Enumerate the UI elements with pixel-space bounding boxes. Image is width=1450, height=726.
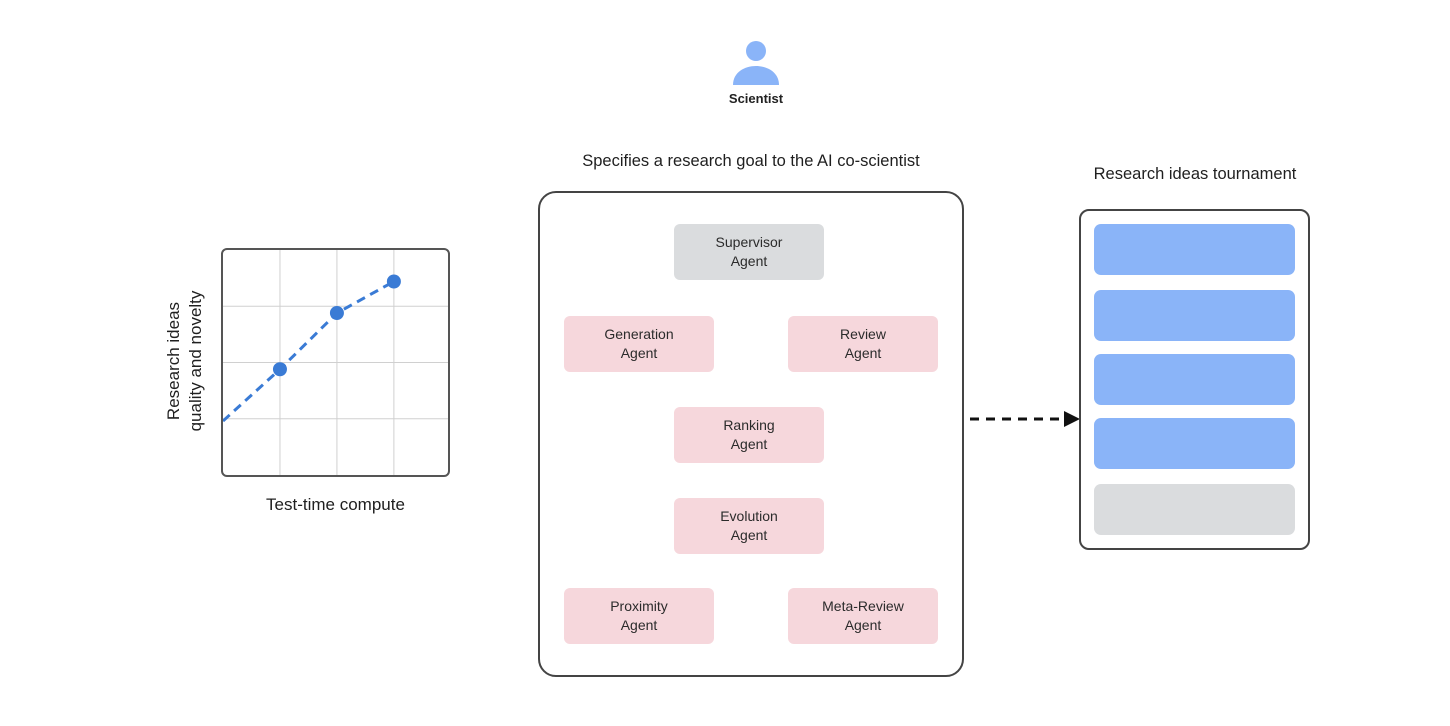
tournament-idea-bar <box>1094 418 1295 469</box>
tournament-label: Research ideas tournament <box>1093 165 1297 183</box>
generation-agent-line1: Generation <box>604 326 674 342</box>
chart-y-axis-label-line2: quality and novelty <box>186 290 205 432</box>
chart-point <box>272 362 287 377</box>
chart-line <box>223 280 395 423</box>
research-ideas-tournament-panel <box>1079 209 1310 550</box>
meta-review-agent-line2: Agent <box>844 617 882 633</box>
chart <box>221 248 450 477</box>
tournament-idea-bar <box>1094 290 1295 341</box>
meta-review-agent-line1: Meta-Review <box>822 598 904 614</box>
generation-agent-line2: Agent <box>620 345 658 361</box>
chart-x-axis-label: Test-time compute <box>266 495 405 514</box>
evolution-agent-line2: Agent <box>730 527 768 543</box>
review-agent-line1: Review <box>840 326 886 342</box>
chart-series-line <box>223 280 395 423</box>
tournament-idea-bar <box>1094 484 1295 535</box>
proximity-agent-line1: Proximity <box>610 598 668 614</box>
tournament-idea-bar <box>1094 354 1295 405</box>
chart-y-axis-label-line1: Research ideas <box>164 301 183 421</box>
scientist-label: Scientist <box>728 91 784 106</box>
chart-grid <box>223 250 448 475</box>
ranking-agent-line1: Ranking <box>723 417 775 433</box>
person-icon <box>733 41 779 85</box>
supervisor-agent-line2: Agent <box>730 253 768 269</box>
chart-point <box>386 274 401 289</box>
dashed-arrow-icon <box>970 411 1080 427</box>
chart-point <box>329 306 344 320</box>
research-goal-label: Specifies a research goal to the AI co-s… <box>582 152 920 170</box>
review-agent-line2: Agent <box>844 345 882 361</box>
ranking-agent-line2: Agent <box>730 436 768 452</box>
proximity-agent-line2: Agent <box>620 617 658 633</box>
evolution-agent-line1: Evolution <box>720 508 778 524</box>
supervisor-agent-line1: Supervisor <box>715 234 783 250</box>
chart-plot <box>223 250 448 475</box>
tournament-idea-bar <box>1094 224 1295 275</box>
chart-series-points <box>272 274 401 377</box>
